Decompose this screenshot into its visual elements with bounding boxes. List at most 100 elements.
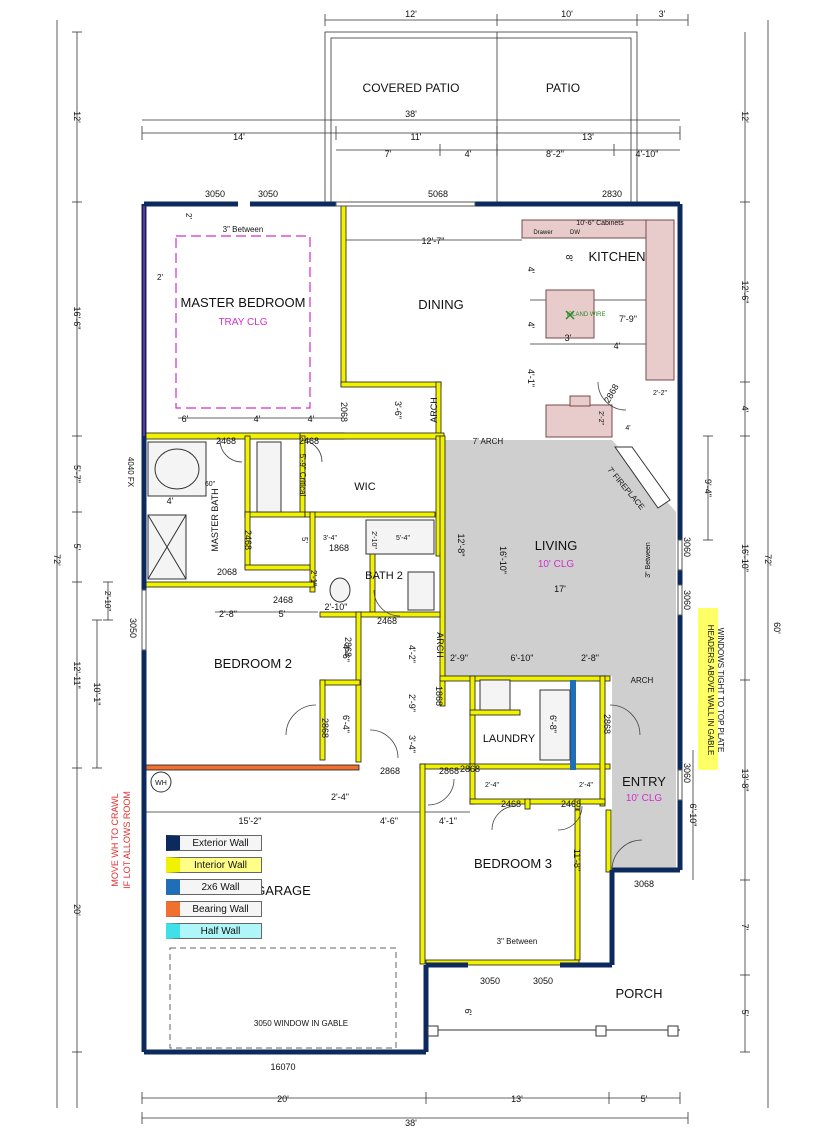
svg-text:3'-4": 3'-4"	[323, 535, 337, 542]
opening-d2868-gar: 2868	[380, 766, 400, 776]
room-entry: ENTRY	[622, 774, 666, 789]
living-floor-fill	[444, 440, 676, 870]
label-dw: DW	[570, 230, 580, 236]
svg-text:60': 60'	[772, 622, 782, 634]
fireplace-symbol	[614, 446, 671, 509]
room-wic: WIC	[354, 481, 375, 493]
svg-text:5': 5'	[279, 609, 286, 619]
opening-d2068-pantry: 2068	[339, 402, 349, 422]
svg-text:4': 4'	[526, 267, 536, 274]
svg-text:15'-2": 15'-2"	[239, 816, 262, 826]
opening-d2468-b2b: 2468	[243, 530, 253, 550]
svg-text:2'-10": 2'-10"	[325, 602, 348, 612]
dimension-labels: 12' 10' 3' 38' 14' 11' 13' 7' 4' 8'-2" 4…	[167, 9, 668, 1128]
label-arch-7: 7' ARCH	[473, 437, 504, 446]
svg-text:2'-1": 2'-1"	[309, 570, 318, 586]
svg-text:4'-6": 4'-6"	[341, 644, 351, 662]
room-master-bedroom: MASTER BEDROOM	[181, 295, 306, 310]
annotation-labels: 3" Between 3" Between 10'-6" Cabinets Dr…	[155, 220, 653, 1028]
svg-text:13': 13'	[511, 1094, 523, 1104]
opening-w3060c: 3060	[682, 763, 692, 783]
bath-fixtures	[147, 441, 571, 761]
opening-w2830: 2830	[602, 189, 622, 199]
note-red-line2: IF LOT ALLOWS ROOM	[122, 791, 132, 889]
opening-d2868-ent: 2868	[439, 766, 459, 776]
label-three-between-bottom: 3" Between	[497, 937, 538, 946]
svg-text:10'-1": 10'-1"	[92, 683, 102, 706]
opening-d2068: 2068	[217, 567, 237, 577]
entry-ceiling-note: 10' CLG	[626, 793, 663, 804]
svg-text:20': 20'	[277, 1094, 289, 1104]
svg-text:13': 13'	[582, 132, 594, 142]
room-bath2: BATH 2	[365, 570, 403, 582]
opening-d2868-b2b: 2868	[602, 714, 612, 734]
svg-text:2'-8": 2'-8"	[581, 653, 599, 663]
opening-d2468-wic: 2468	[299, 436, 319, 446]
svg-text:12': 12'	[405, 9, 417, 19]
door-swings	[219, 381, 643, 871]
opening-w3050-b3b: 3050	[533, 976, 553, 986]
label-critical: 5'-9" Critical	[298, 454, 307, 497]
label-arch-dining: ARCH	[429, 397, 439, 423]
svg-text:38': 38'	[405, 1118, 417, 1128]
wall-2x6	[570, 680, 576, 770]
svg-text:3'-4": 3'-4"	[407, 735, 417, 753]
svg-text:11': 11'	[410, 132, 421, 142]
svg-text:5'-7": 5'-7"	[72, 465, 82, 483]
room-kitchen: KITCHEN	[588, 249, 645, 264]
opening-d2868-b2: 2868	[320, 718, 330, 738]
room-dining: DINING	[418, 297, 464, 312]
svg-text:7': 7'	[740, 924, 750, 931]
interior-walls	[143, 205, 612, 966]
garage-door-size: 16070	[270, 1062, 295, 1072]
svg-text:6'-8": 6'-8"	[548, 715, 558, 733]
svg-text:2'-10": 2'-10"	[103, 591, 112, 612]
label-arch-hall: ARCH	[435, 632, 445, 658]
label-three-between-right: 3" Between	[645, 542, 652, 578]
label-drawer: Drawer	[533, 230, 552, 236]
svg-text:12'-8": 12'-8"	[456, 534, 466, 557]
opening-d2868-lau: 2868	[460, 764, 480, 774]
legend-bearing-wall-label: Bearing Wall	[192, 903, 249, 915]
room-living: LIVING	[535, 538, 578, 553]
svg-text:16'-10": 16'-10"	[498, 546, 508, 574]
room-patio: PATIO	[546, 81, 580, 95]
svg-text:3': 3'	[565, 333, 572, 343]
note-red-line1: MOVE WH TO CRAWL	[110, 793, 120, 886]
svg-text:6': 6'	[463, 1009, 473, 1016]
legend-exterior-wall-label: Exterior Wall	[192, 837, 249, 849]
svg-text:12'-6": 12'-6"	[740, 281, 750, 304]
svg-text:12': 12'	[72, 111, 82, 123]
svg-text:4': 4'	[254, 414, 261, 424]
label-wh: WH	[155, 780, 167, 787]
svg-text:4'-1": 4'-1"	[526, 369, 536, 387]
label-three-between-top: 3" Between	[223, 225, 264, 234]
svg-text:9'-4": 9'-4"	[703, 479, 713, 497]
tray-ceiling-outline	[175, 235, 311, 409]
svg-text:2'-9": 2'-9"	[407, 694, 417, 712]
svg-text:2'-8": 2'-8"	[219, 609, 237, 619]
svg-text:4'-6": 4'-6"	[380, 816, 398, 826]
master-bedroom-ceiling-note: TRAY CLG	[218, 317, 267, 328]
opening-d2468-b3a: 2468	[501, 799, 521, 809]
bearing-wall	[143, 764, 360, 771]
legend-exterior-wall: Exterior Wall	[166, 835, 262, 851]
svg-text:4'-10": 4'-10"	[636, 149, 659, 159]
svg-text:12': 12'	[740, 111, 750, 123]
garage-door-outline	[169, 947, 397, 1049]
svg-text:3': 3'	[659, 9, 666, 19]
svg-text:4': 4'	[308, 414, 315, 424]
svg-text:6'-4": 6'-4"	[341, 715, 351, 733]
label-garage-window: 3050 WINDOW IN GABLE	[254, 1019, 348, 1028]
svg-text:13'-8": 13'-8"	[740, 769, 750, 792]
room-master-bath: MASTER BATH	[210, 488, 220, 551]
svg-text:2': 2'	[157, 273, 163, 282]
svg-text:4': 4'	[740, 406, 750, 413]
wall-legend: Exterior Wall Interior Wall 2x6 Wall Bea…	[166, 835, 262, 945]
note-yellow-line1: HEADERS ABOVE WALL IN GABLE	[706, 625, 715, 756]
svg-text:17': 17'	[554, 584, 566, 594]
room-bedroom3: BEDROOM 3	[474, 856, 552, 871]
opening-w3050b: 3050	[258, 189, 278, 199]
